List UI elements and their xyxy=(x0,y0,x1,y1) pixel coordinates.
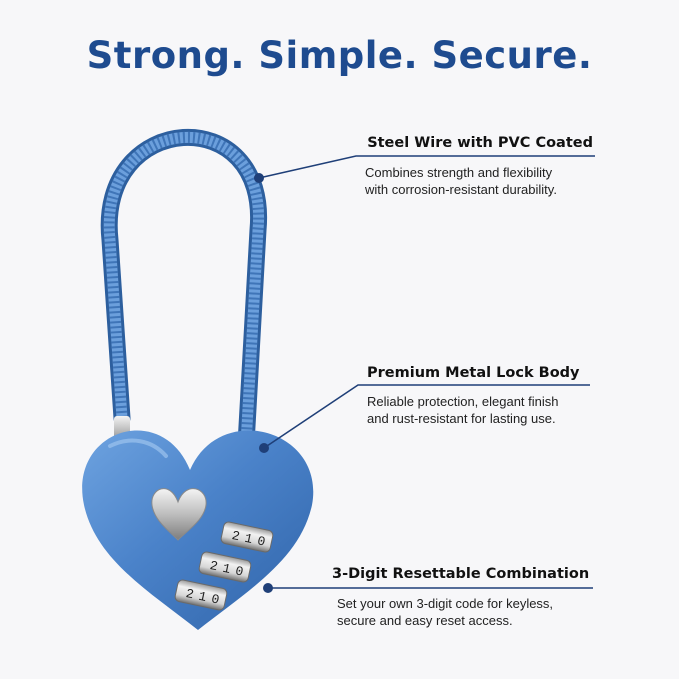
dial-1-digit-2: 1 xyxy=(243,531,254,547)
dial-3-digit-3: 0 xyxy=(210,591,221,607)
feature-line-2: secure and easy reset access. xyxy=(337,613,513,628)
dial-3: 2 1 0 xyxy=(174,579,228,611)
callout-body xyxy=(259,384,590,453)
feature-description: Reliable protection, elegant finish and … xyxy=(367,393,607,427)
feature-title: Premium Metal Lock Body xyxy=(367,365,580,381)
dial-2: 2 1 0 xyxy=(198,551,252,583)
feature-line-2: and rust-resistant for lasting use. xyxy=(367,411,556,426)
dial-3-digit-2: 1 xyxy=(197,589,208,605)
dial-2-digit-3: 0 xyxy=(234,563,245,579)
heart-lock-body xyxy=(82,430,314,630)
feature-title: Steel Wire with PVC Coated xyxy=(367,135,593,151)
feature-title: 3-Digit Resettable Combination xyxy=(332,566,590,582)
feature-line-2: with corrosion-resistant durability. xyxy=(365,182,557,197)
feature-lock-body: Premium Metal Lock Body Reliable protect… xyxy=(367,365,580,426)
dial-1-digit-1: 2 xyxy=(230,528,241,544)
feature-description: Set your own 3-digit code for keyless, s… xyxy=(337,595,607,629)
feature-line-1: Reliable protection, elegant finish xyxy=(367,394,559,409)
dial-1: 2 1 0 xyxy=(220,521,274,553)
feature-combination: 3-Digit Resettable Combination Set your … xyxy=(332,566,590,628)
feature-line-1: Set your own 3-digit code for keyless, xyxy=(337,596,554,611)
headline: Strong. Simple. Secure. xyxy=(86,34,593,77)
heart-release-button xyxy=(151,488,207,541)
callout-wire xyxy=(254,155,595,183)
callout-dials xyxy=(263,583,593,593)
dial-2-digit-1: 2 xyxy=(208,558,219,574)
feature-line-1: Combines strength and flexibility xyxy=(365,165,553,180)
combination-dials: 2 1 0 2 1 0 2 1 0 xyxy=(174,521,274,611)
dial-2-digit-2: 1 xyxy=(221,561,232,577)
cable-shackle xyxy=(100,128,267,453)
feature-steel-wire: Steel Wire with PVC Coated Combines stre… xyxy=(363,135,593,197)
feature-description: Combines strength and flexibility with c… xyxy=(365,164,605,198)
dial-1-digit-3: 0 xyxy=(256,533,267,549)
dial-3-digit-1: 2 xyxy=(184,586,195,602)
